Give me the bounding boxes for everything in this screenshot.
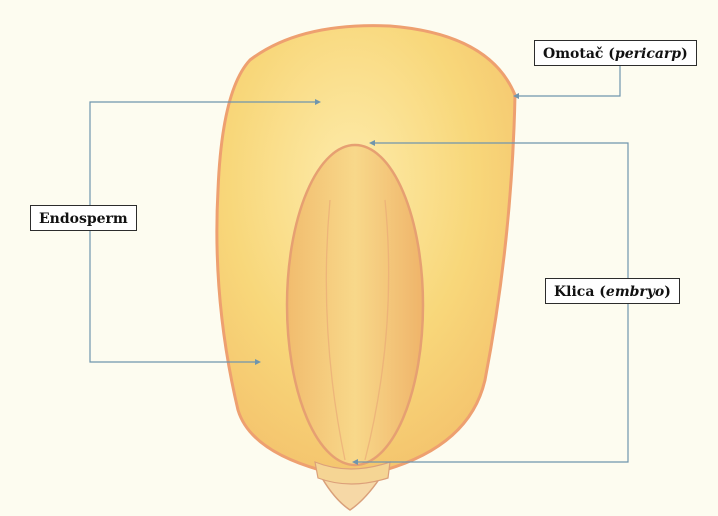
label-pericarp: Omotač (pericarp): [534, 40, 697, 66]
label-embryo-text: Klica (: [554, 284, 606, 300]
label-embryo: Klica (embryo): [545, 278, 680, 304]
label-pericarp-italic: pericarp: [615, 46, 681, 62]
label-pericarp-text: Omotač (: [543, 46, 615, 62]
embryo-shape: [287, 145, 423, 465]
leader-pericarp: [516, 66, 620, 96]
label-embryo-suffix: ): [664, 284, 671, 300]
label-pericarp-suffix: ): [681, 46, 688, 62]
label-endosperm-text: Endosperm: [39, 211, 128, 227]
label-endosperm: Endosperm: [30, 205, 137, 231]
label-embryo-italic: embryo: [606, 284, 664, 300]
